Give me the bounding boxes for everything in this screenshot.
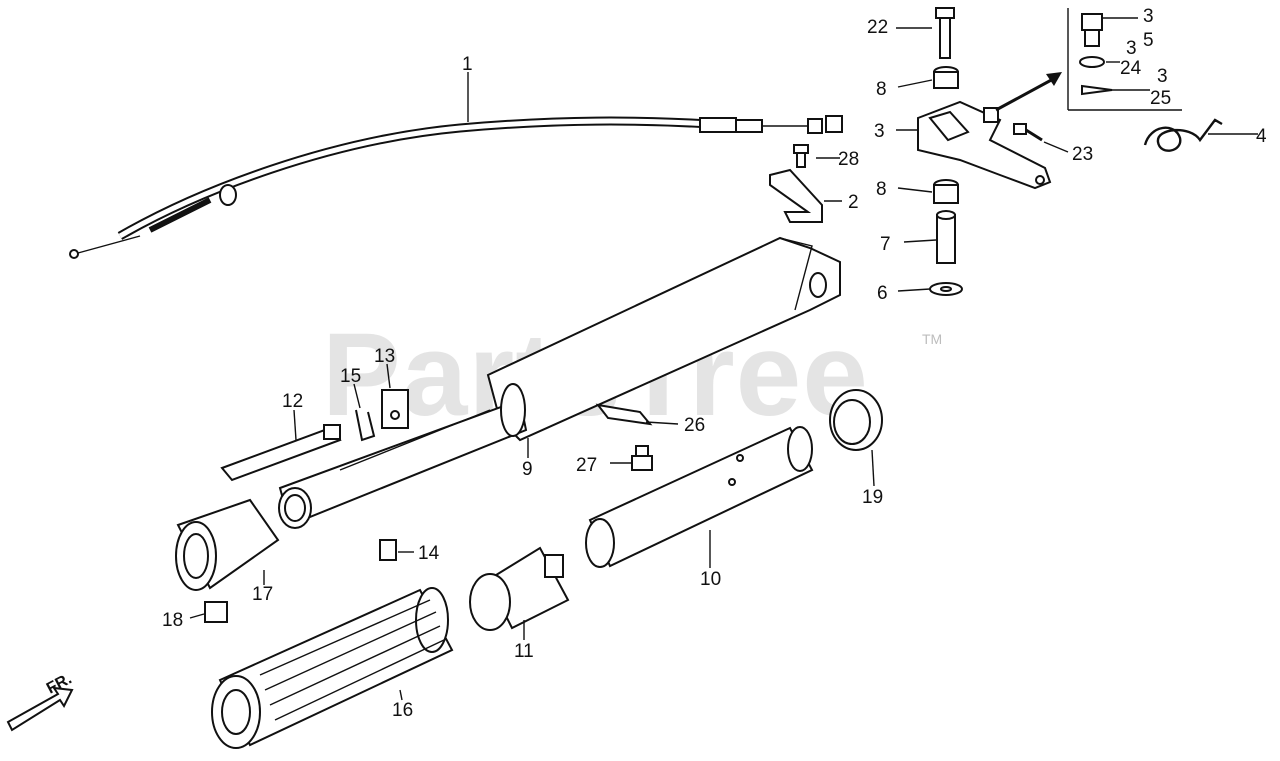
callout-22: 22: [867, 17, 888, 38]
callout-28: 28: [838, 149, 859, 170]
part-plate-26[interactable]: [595, 403, 653, 426]
inset-pointer-arrow: [995, 72, 1062, 112]
callout-3-cap: 3: [1143, 6, 1154, 27]
callout-13: 13: [374, 346, 395, 367]
callout-5: 5: [1143, 30, 1154, 51]
part-cable-bracket[interactable]: [769, 168, 823, 223]
callout-14: 14: [418, 543, 440, 564]
callout-17: 17: [252, 584, 273, 605]
callout-25: 25: [1150, 88, 1171, 109]
callout-26: 26: [684, 415, 705, 436]
part-bolt-27[interactable]: [631, 445, 653, 471]
callout-1: 1: [462, 54, 473, 75]
callout-15: 15: [340, 366, 361, 387]
callout-labels: 1 2 3 3 3 3 4 5 6 7 8 8 9 10 11 12 13 14…: [162, 6, 1267, 721]
callout-19: 19: [862, 487, 883, 508]
part-throttle-lever[interactable]: [917, 100, 1052, 190]
part-pin[interactable]: [936, 210, 956, 264]
callout-2: 2: [848, 192, 859, 213]
part-clip-15[interactable]: [355, 409, 376, 442]
part-lever-12[interactable]: [220, 424, 342, 482]
callout-6: 6: [877, 283, 888, 304]
part-return-spring[interactable]: [1143, 118, 1223, 152]
callout-12: 12: [282, 391, 303, 412]
part-block-13[interactable]: [381, 389, 409, 429]
part-collar-lower[interactable]: [933, 179, 959, 204]
part-ring-19[interactable]: [829, 389, 883, 451]
front-direction-arrow: FR.: [6, 670, 75, 732]
part-grip-cap[interactable]: [175, 498, 280, 591]
callout-3-clip: 3: [1157, 66, 1168, 87]
watermark-trademark: TM: [922, 331, 942, 347]
part-handle-arm[interactable]: [278, 236, 841, 529]
callout-3-lever: 3: [874, 121, 885, 142]
part-collar-upper[interactable]: [933, 66, 959, 89]
inset-detail: [1067, 8, 1182, 111]
part-throttle-cable[interactable]: [69, 115, 843, 259]
callout-10: 10: [700, 569, 721, 590]
callout-27: 27: [576, 455, 597, 476]
callout-18: 18: [162, 610, 183, 631]
part-throttle-grip[interactable]: [211, 587, 454, 749]
leader-lines: [189, 17, 1258, 701]
part-throttle-pulley[interactable]: [469, 546, 570, 631]
callout-8-upper: 8: [876, 79, 887, 100]
part-bolt-22[interactable]: [935, 7, 955, 59]
callout-11: 11: [514, 641, 534, 662]
part-bolt-28[interactable]: [793, 144, 809, 168]
part-nut-18[interactable]: [204, 601, 228, 623]
part-bolt-23[interactable]: [1013, 123, 1043, 142]
part-nut-14[interactable]: [379, 539, 397, 561]
callout-23: 23: [1072, 144, 1093, 165]
callout-3-washer: 3: [1126, 38, 1137, 59]
part-sleeve-tube[interactable]: [585, 426, 814, 568]
part-washer-6[interactable]: [929, 282, 963, 296]
callout-16: 16: [392, 700, 413, 721]
callout-7: 7: [880, 234, 891, 255]
callout-4: 4: [1256, 126, 1267, 147]
callout-9: 9: [522, 459, 533, 480]
callout-8-lower: 8: [876, 179, 887, 200]
callout-24: 24: [1120, 58, 1142, 79]
